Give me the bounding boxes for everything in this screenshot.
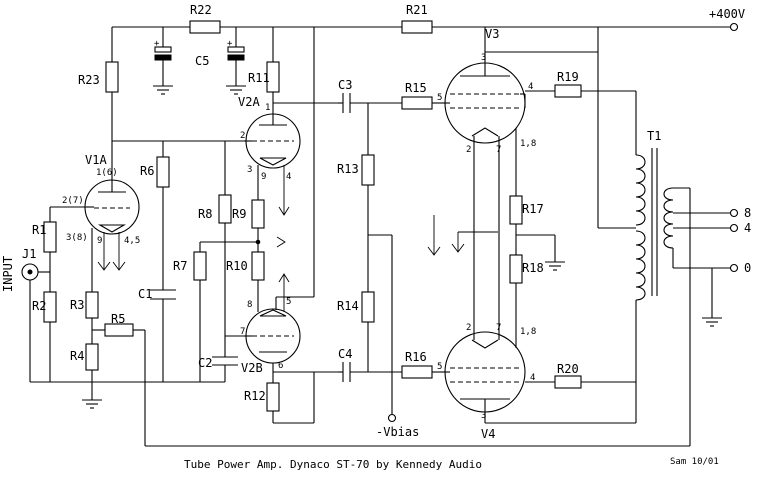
resistor-r4-label: R4 bbox=[70, 349, 84, 363]
resistor-r11-label: R11 bbox=[248, 71, 270, 85]
vbias-label: -Vbias bbox=[376, 425, 419, 439]
tap-0-label: 0 bbox=[744, 261, 751, 275]
resistor-r23-label: R23 bbox=[78, 73, 100, 87]
v1a-cathode-pin: 3(8) bbox=[66, 233, 88, 243]
transformer-t1 bbox=[635, 148, 674, 301]
resistor-r8-label: R8 bbox=[198, 207, 212, 221]
input-label: INPUT bbox=[1, 256, 15, 292]
svg-text:+: + bbox=[227, 39, 233, 49]
resistor-r3-label: R3 bbox=[70, 298, 84, 312]
v2b-heater-pin: 5 bbox=[286, 297, 291, 307]
resistor-r5-label: R5 bbox=[111, 312, 125, 326]
v2a-heater-pin-2: 4 bbox=[286, 172, 291, 182]
v2a-heater-pin-1: 9 bbox=[261, 172, 266, 182]
resistor-r6-label: R6 bbox=[140, 164, 154, 178]
resistor-r2-label: R2 bbox=[32, 299, 46, 313]
resistor-r18-label: R18 bbox=[522, 261, 544, 275]
resistor-r10-label: R10 bbox=[226, 259, 248, 273]
resistor-r1-label: R1 bbox=[32, 223, 46, 237]
v2b-cathode-pin: 8 bbox=[247, 300, 252, 310]
v1a-grid-pin: 2(7) bbox=[62, 196, 84, 206]
v3-heater-pin-1: 7 bbox=[496, 145, 501, 155]
capacitor-c5-right: + bbox=[226, 27, 246, 95]
resistor-r16-label: R16 bbox=[405, 350, 427, 364]
v2a-cathode-pin: 3 bbox=[247, 165, 252, 175]
v3-screen-pin: 4 bbox=[528, 82, 533, 92]
v3-cathode-pin: 2 bbox=[466, 145, 471, 155]
tube-v2b-label: V2B bbox=[241, 361, 263, 375]
transformer-t1-label: T1 bbox=[647, 129, 661, 143]
capacitor-c3-label: C3 bbox=[338, 78, 352, 92]
resistor-r22-label: R22 bbox=[190, 3, 212, 17]
capacitor-c1-label: C1 bbox=[138, 287, 152, 301]
tube-v4-label: V4 bbox=[481, 427, 495, 441]
resistor-r14-label: R14 bbox=[337, 299, 359, 313]
capacitor-c5-left: + bbox=[153, 27, 173, 95]
resistor-r15-label: R15 bbox=[405, 81, 427, 95]
v3-plate-pin: 3 bbox=[481, 53, 486, 63]
jack-j1 bbox=[21, 263, 39, 382]
resistor-r17-label: R17 bbox=[522, 202, 544, 216]
v2a-plate-pin: 1 bbox=[265, 103, 270, 113]
capacitor-c2-label: C2 bbox=[198, 356, 212, 370]
resistor-r7-label: R7 bbox=[173, 259, 187, 273]
v1a-plate-pin: 1(6) bbox=[96, 168, 118, 178]
resistor-r19-label: R19 bbox=[557, 70, 579, 84]
v4-cathode-pin: 2 bbox=[466, 323, 471, 333]
tube-v1a-label: V1A bbox=[85, 153, 107, 167]
capacitor-c5-label: C5 bbox=[195, 54, 209, 68]
v1a-heater-pin-1: 9 bbox=[97, 236, 102, 246]
svg-text:+: + bbox=[154, 39, 160, 49]
resistor-r20-label: R20 bbox=[557, 362, 579, 376]
tube-v3-label: V3 bbox=[485, 27, 499, 41]
diagram-title: Tube Power Amp. Dynaco ST-70 by Kennedy … bbox=[184, 458, 482, 471]
v3-heater-pin-2: 1,8 bbox=[520, 139, 536, 149]
v4-heater-pin-2: 1,8 bbox=[520, 327, 536, 337]
credit-text: Sam 10/01 bbox=[670, 457, 719, 467]
v4-grid-pin: 5 bbox=[437, 362, 442, 372]
resistor-r9-label: R9 bbox=[232, 207, 246, 221]
resistor-r13-label: R13 bbox=[337, 162, 359, 176]
v1a-heater-pin-2: 4,5 bbox=[124, 236, 140, 246]
supply-label: +400V bbox=[709, 7, 745, 21]
tube-v2a-label: V2A bbox=[238, 95, 260, 109]
v2b-grid-pin: 7 bbox=[240, 327, 245, 337]
resistor-r21-label: R21 bbox=[406, 3, 428, 17]
tube-v3 bbox=[444, 27, 526, 144]
jack-j1-label: J1 bbox=[22, 247, 36, 261]
capacitor-c4-label: C4 bbox=[338, 347, 352, 361]
v4-plate-pin: 3 bbox=[481, 411, 486, 421]
v2b-plate-pin: 6 bbox=[278, 361, 283, 371]
v4-heater-pin-1: 7 bbox=[496, 323, 501, 333]
tap-4-label: 4 bbox=[744, 221, 751, 235]
v2a-grid-pin: 2 bbox=[240, 131, 245, 141]
v4-screen-pin: 4 bbox=[530, 373, 535, 383]
tube-v4 bbox=[444, 331, 526, 423]
tube-v1a bbox=[84, 175, 140, 271]
v3-grid-pin: 5 bbox=[437, 93, 442, 103]
tap-8-label: 8 bbox=[744, 206, 751, 220]
tube-v2a bbox=[244, 112, 301, 169]
resistor-r12-label: R12 bbox=[244, 389, 266, 403]
supply-rail bbox=[111, 20, 739, 62]
